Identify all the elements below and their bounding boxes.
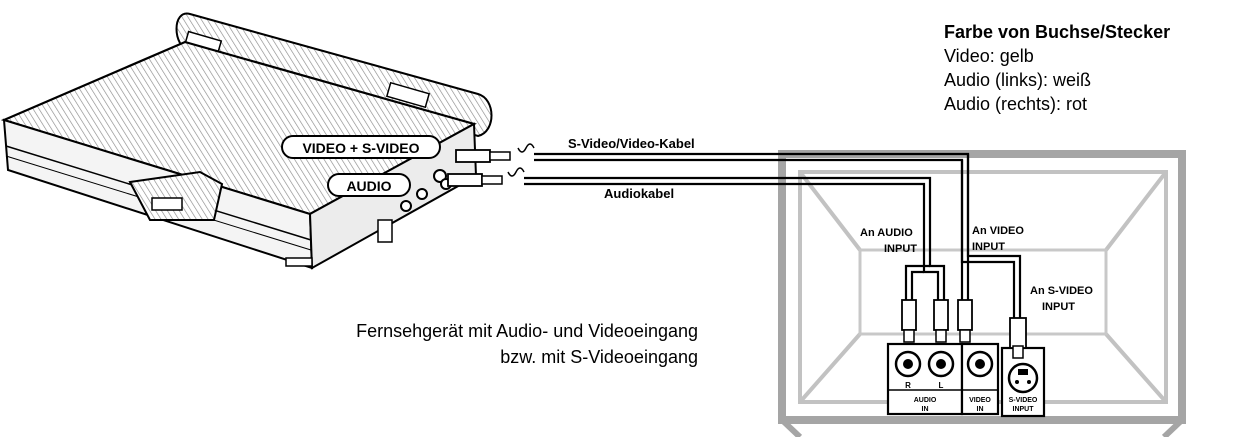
- tv-svideo-plug: [1009, 317, 1027, 359]
- audio-r-jack: [894, 350, 922, 378]
- svideo-video-cable: [534, 152, 1022, 318]
- player-audio-plug: [447, 167, 525, 187]
- legend-item-audio-left: Audio (links): weiß: [944, 70, 1092, 90]
- audio-cable: [524, 176, 946, 300]
- tv-outline: [778, 150, 1186, 437]
- audio-cable-label: Audiokabel: [604, 186, 674, 201]
- tv-audio-r-plug: [901, 299, 917, 343]
- tv-audio-l-plug: [933, 299, 949, 343]
- svideo-video-cable-label: S-Video/Video-Kabel: [568, 136, 695, 151]
- to-audio-input-label-2: INPUT: [884, 243, 917, 255]
- legend-item-video: Video: gelb: [944, 46, 1034, 66]
- caption-line-1: Fernsehgerät mit Audio- und Videoeingang: [356, 321, 698, 341]
- audio-in-label-2: IN: [922, 406, 929, 413]
- tv-video-plug: [957, 299, 973, 343]
- to-video-input-label: An VIDEO: [972, 225, 1024, 237]
- player-video-plug: [455, 143, 535, 163]
- legend-title: Farbe von Buchse/Stecker: [944, 22, 1171, 42]
- to-svideo-input-label-2: INPUT: [1042, 301, 1075, 313]
- jack-l-label: L: [939, 381, 944, 390]
- svideo-input-label: S-VIDEO: [1009, 397, 1038, 404]
- to-video-input-label-2: INPUT: [972, 241, 1005, 253]
- to-svideo-input-label: An S-VIDEO: [1030, 285, 1093, 297]
- svg-text:AUDIO: AUDIO: [346, 178, 391, 194]
- audio-in-label: AUDIO: [914, 397, 937, 404]
- legend-item-audio-right: Audio (rechts): rot: [944, 94, 1088, 114]
- video-in-label-2: IN: [977, 406, 984, 413]
- svideo-jack: [1007, 362, 1039, 394]
- svg-text:VIDEO + S-VIDEO: VIDEO + S-VIDEO: [302, 140, 419, 156]
- audio-label: AUDIO: [327, 173, 411, 197]
- audio-l-jack: [927, 350, 955, 378]
- svideo-input-label-2: INPUT: [1013, 406, 1035, 413]
- jack-r-label: R: [905, 381, 911, 390]
- video-in-label: VIDEO: [969, 397, 991, 404]
- video-svideo-label: VIDEO + S-VIDEO: [281, 135, 441, 159]
- color-legend: Farbe von Buchse/Stecker Video: gelb Aud…: [944, 20, 1170, 116]
- video-jack: [966, 350, 994, 378]
- to-audio-input-label: An AUDIO: [860, 227, 913, 239]
- caption-line-2: bzw. mit S-Videoeingang: [500, 347, 698, 367]
- tv-caption: Fernsehgerät mit Audio- und Videoeingang…: [356, 318, 698, 370]
